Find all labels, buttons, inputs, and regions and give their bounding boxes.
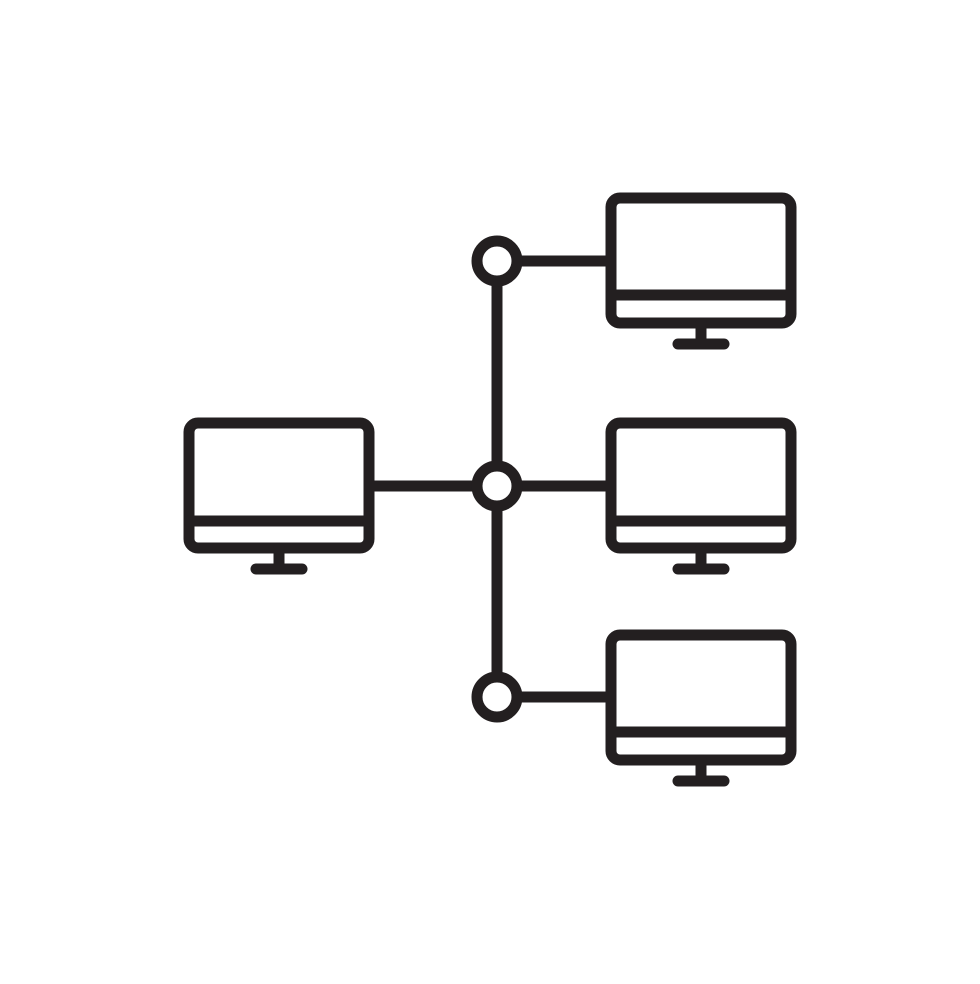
monitor-frame [605,629,797,766]
monitor-frame [605,417,797,554]
node-middle-icon [471,460,523,512]
monitor-middle-icon [605,417,797,575]
monitor-top-icon [605,192,797,350]
monitor-frame [605,192,797,329]
monitor-bottom-icon [605,629,797,787]
node-bottom-icon [471,671,523,723]
source-monitor-icon [183,417,375,575]
connections [365,255,614,703]
nodes [471,235,523,723]
monitor-frame [183,417,375,554]
node-top-icon [471,235,523,287]
